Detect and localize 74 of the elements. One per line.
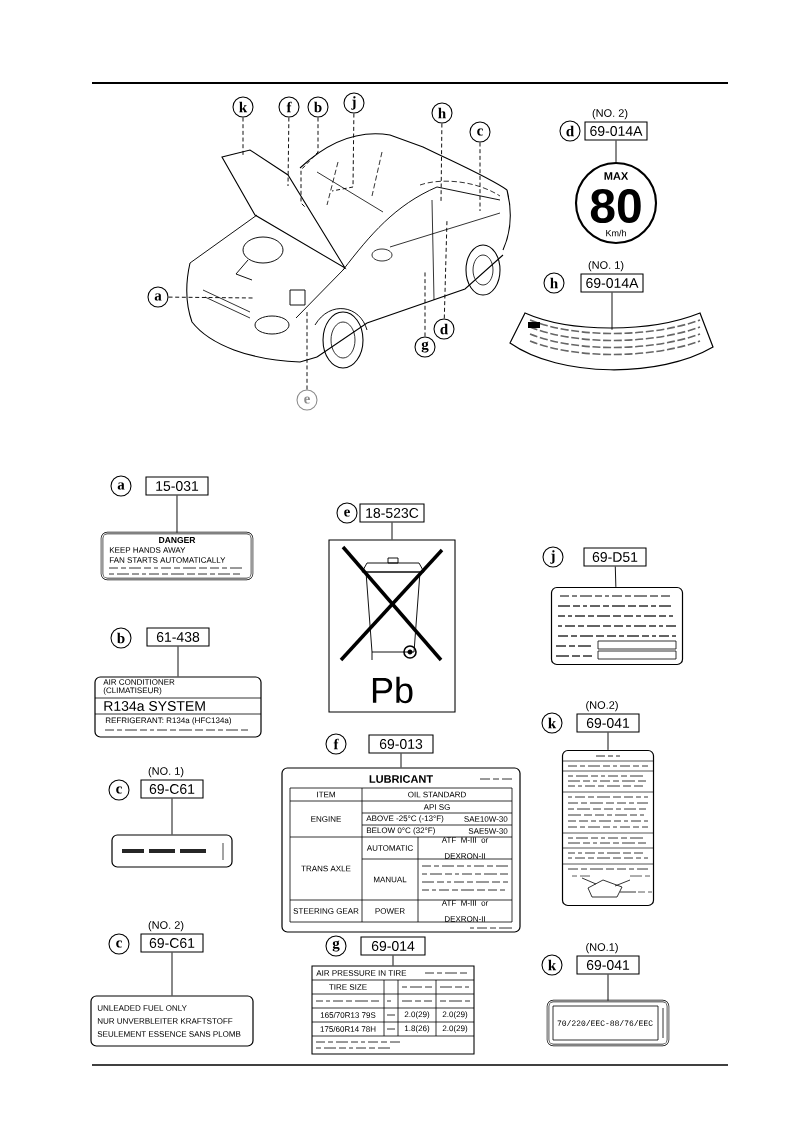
callout-letter: g <box>414 336 436 358</box>
leader-line <box>306 309 308 390</box>
lubricant-table: LUBRICANT ITEM OIL STANDARD ENGINE API SG ABOVE -25°C (-13°F) SAE10W-30 BELOW 0°C (32°F) SAE5W-30 TRANS AXLE AUTOMATIC ATF M-III or DEXRON-II MANUAL STEERING GEAR POWER ATF M-III or DEXRON-II <box>281 767 521 933</box>
part-number-box: 69-041 <box>576 713 640 733</box>
callout-letter: e <box>296 389 318 411</box>
leader-line <box>171 798 173 835</box>
leader-line <box>300 117 319 208</box>
quantity-note: (NO.1) <box>586 942 618 954</box>
leader-line <box>607 732 609 751</box>
fuel-sticker: UNLEADED FUEL ONLY NUR UNVERBLEITER KRAFTSTOFF SEULEMENT ESSENCE SANS PLOMB <box>90 995 254 1047</box>
leader-line <box>176 495 178 534</box>
leader-line <box>168 296 255 299</box>
part-number-box: 69-013 <box>368 734 434 754</box>
leader-line <box>614 566 617 588</box>
quantity-note: (NO.2) <box>586 700 618 712</box>
part-number-box: 61-438 <box>146 627 210 647</box>
leader-line <box>331 113 355 192</box>
leader-line <box>607 974 609 1002</box>
leader-line <box>392 955 394 966</box>
callout-letter: a <box>110 475 132 497</box>
callout-letter: g <box>325 935 347 957</box>
leader-line <box>171 952 173 996</box>
air-conditioner-sticker: AIR CONDITIONER (CLIMATISEUR) R134a SYSTEM REFRIGERANT: R134a (HFC134a) <box>94 676 262 738</box>
leader-line <box>242 117 244 158</box>
callout-letter: c <box>469 121 491 143</box>
callout-letter: c <box>108 933 130 955</box>
part-number-box: 69-D51 <box>583 547 647 567</box>
warning-sticker: DANGER KEEP HANDS AWAY FAN STARTS AUTOMATICALLY <box>100 531 254 581</box>
callout-letter: h <box>543 272 565 294</box>
part-number-box: 69-C61 <box>140 779 204 799</box>
part-number-box: 69-014A <box>584 121 648 141</box>
leader-line <box>391 522 393 540</box>
part-number-box: 15-031 <box>145 476 209 496</box>
part-number-box: 69-C61 <box>140 933 204 953</box>
part-number-box: 69-014A <box>580 273 644 293</box>
callout-letter: a <box>147 286 169 308</box>
callout-letter: d <box>433 318 455 340</box>
part-number-box: 69-041 <box>576 955 640 975</box>
warning-sticker <box>509 312 714 371</box>
leader-line <box>443 218 448 319</box>
callout-letter: h <box>431 102 453 124</box>
callout-letter: b <box>307 96 329 118</box>
callout-letter: c <box>108 779 130 801</box>
callout-letter: b <box>110 627 132 649</box>
part-number-box: 69-014 <box>360 936 426 956</box>
leader-line <box>400 753 402 768</box>
information-sticker <box>550 586 684 666</box>
callout-letter: j <box>542 546 564 568</box>
speed-limit-sign: MAX 80 Km/h <box>574 161 658 245</box>
leader-line <box>479 142 481 212</box>
leader-line <box>615 140 617 163</box>
leader-line <box>287 117 290 187</box>
approval-sticker: 70/220/EEC-88/76/EEC <box>546 999 670 1047</box>
callout-letter: d <box>559 120 581 142</box>
leader-line <box>440 123 443 204</box>
information-sticker <box>561 749 655 907</box>
callout-letter: f <box>325 733 347 755</box>
tire-pressure-table: AIR PRESSURE IN TIRE TIRE SIZE 165/70R13 79S 2.0(29) 2.0(29) 175/60R14 78H 1.8(26) 2.0(29) <box>311 965 475 1055</box>
callout-letter: k <box>541 712 563 734</box>
leader-line <box>177 646 179 677</box>
callout-letter: k <box>541 954 563 976</box>
callout-letter: k <box>232 96 254 118</box>
leader-line <box>424 269 426 337</box>
leader-line <box>611 292 613 331</box>
callout-letter: j <box>343 92 365 114</box>
quantity-note: (NO. 2) <box>148 920 184 932</box>
quantity-note: (NO. 1) <box>148 766 184 778</box>
fuel-sticker <box>111 834 233 868</box>
callout-letter: f <box>278 96 300 118</box>
recycling-label: Pb <box>328 539 456 713</box>
quantity-note: (NO. 2) <box>592 108 628 120</box>
quantity-note: (NO. 1) <box>588 260 624 272</box>
part-number-box: 18-523C <box>359 503 425 523</box>
callout-letter: e <box>336 502 358 524</box>
